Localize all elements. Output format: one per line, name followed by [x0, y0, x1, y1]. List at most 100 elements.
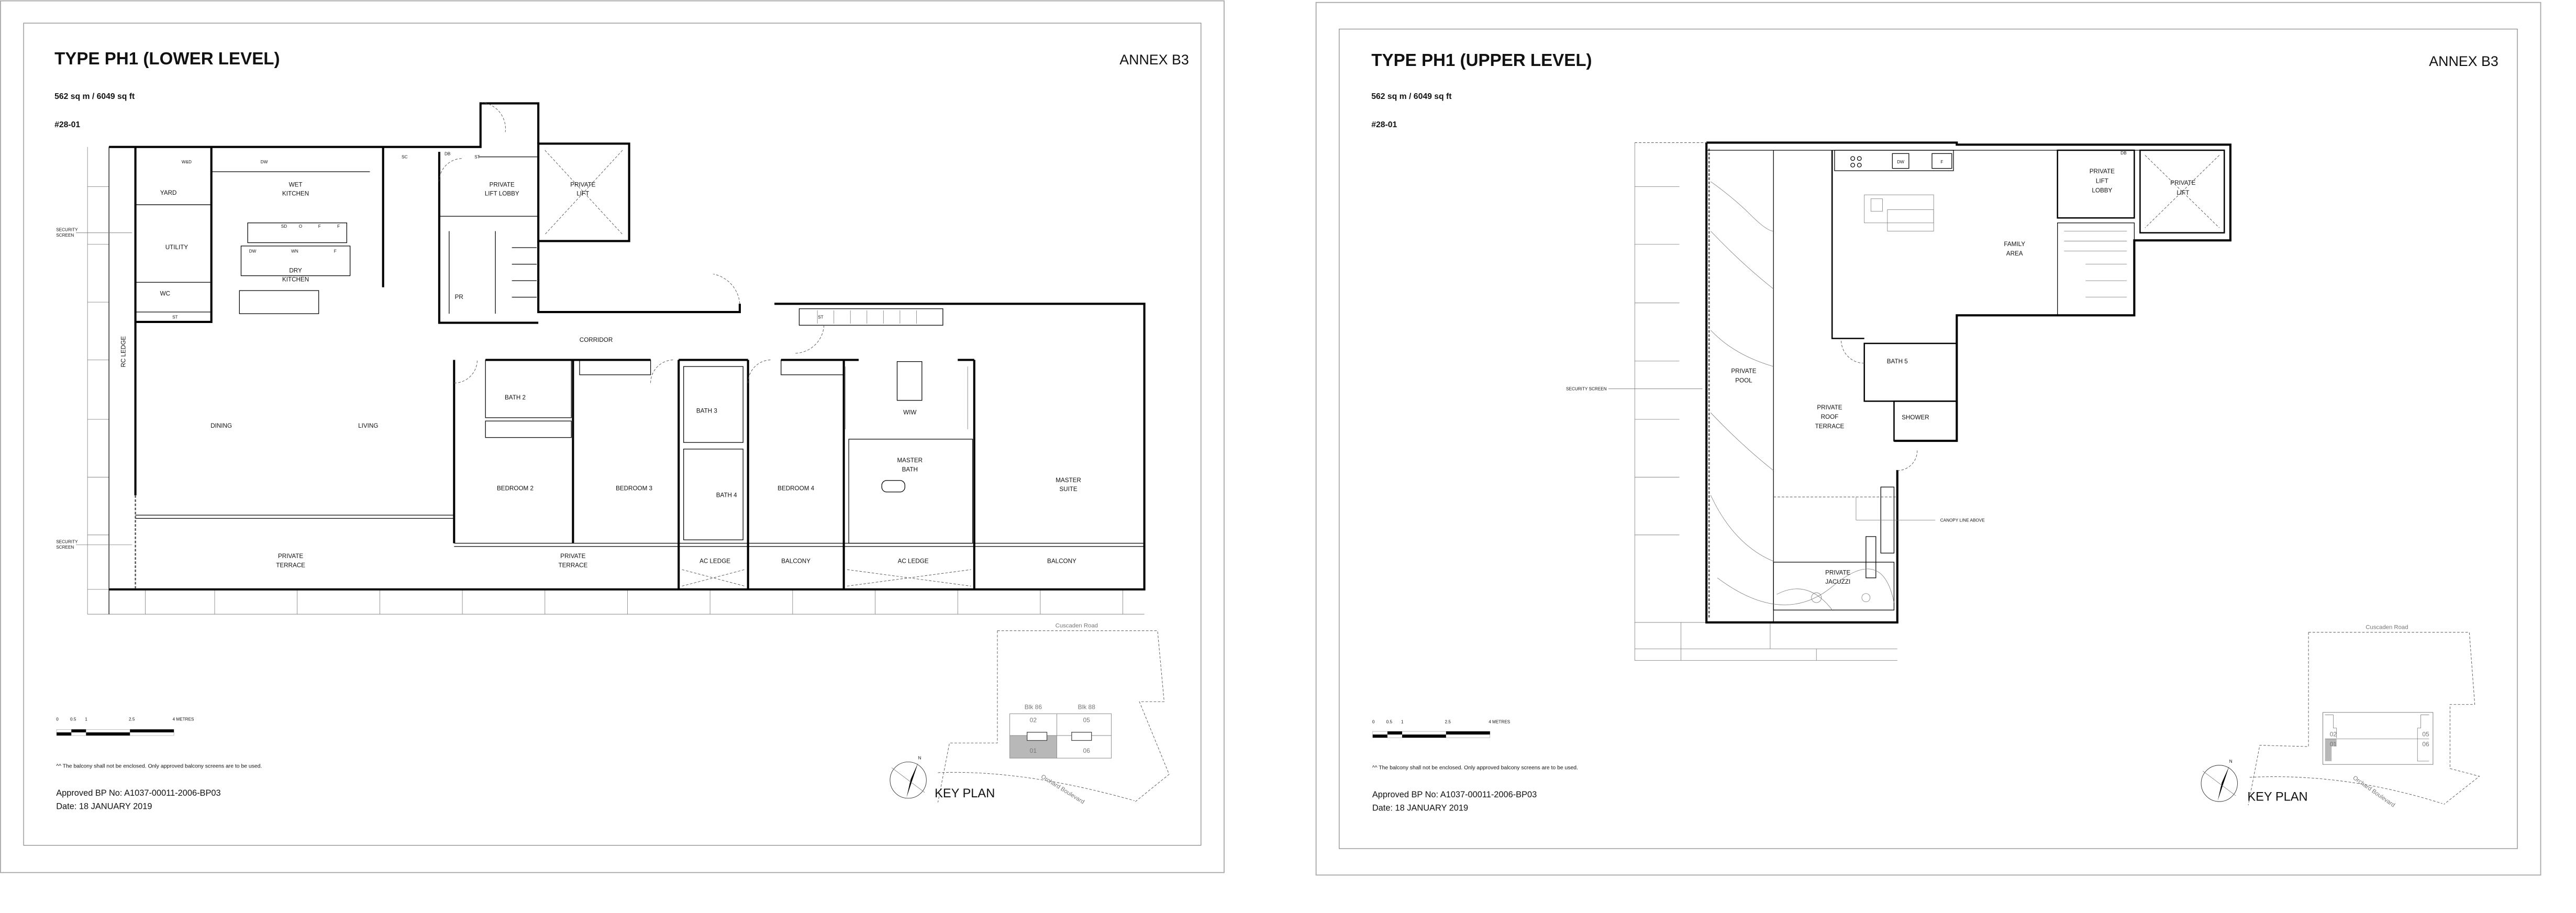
- room-label-living: LIVING: [358, 422, 378, 429]
- unit-number: #28-01: [54, 120, 80, 129]
- block-label: Blk 88: [1078, 704, 1096, 711]
- scale-tick-label: 0: [56, 717, 59, 721]
- fixture-sd: SD: [281, 224, 287, 229]
- fixture-fridge: F: [318, 224, 321, 229]
- key-plan: Cuscaden Road Orchard Boulevard Blk 86 B…: [890, 622, 1170, 806]
- block-label: Blk 86: [1025, 704, 1042, 711]
- sheet-lower-level: TYPE PH1 (LOWER LEVEL) ANNEX B3 562 sq m…: [0, 0, 1225, 873]
- fixture-fridge: F: [1940, 160, 1943, 164]
- fixture-washer-dryer: W&D: [182, 160, 192, 164]
- highlighted-unit-area: [2325, 739, 2337, 761]
- sheet-inner-frame: [1339, 28, 2518, 849]
- north-arrow-icon: [2201, 765, 2238, 802]
- fixture-wine-chiller: WN: [291, 249, 298, 254]
- unit-label-highlighted: 01: [1030, 747, 1037, 754]
- key-plan-label: KEY PLAN: [935, 787, 995, 800]
- room-label-bath-4: BATH 4: [716, 492, 737, 498]
- key-plan-label: KEY PLAN: [2247, 790, 2307, 804]
- scale-tick-label: 0.5: [70, 717, 76, 721]
- room-label-sc: SC: [402, 155, 407, 160]
- unit-area: 562 sq m / 6049 sq ft: [54, 92, 135, 101]
- room-label-bedroom-4: BEDROOM 4: [778, 485, 814, 492]
- room-label-store: ST: [172, 315, 177, 320]
- scale-tick-label: 2.5: [129, 717, 135, 721]
- room-label-db: DB: [445, 151, 451, 156]
- road-label-orchard: Orchard Boulevard: [2351, 775, 2396, 808]
- room-label-balcony: BALCONY: [781, 558, 810, 564]
- key-plan: Cuscaden Road Orchard Boulevard 02 05 01…: [2201, 625, 2480, 808]
- road-label-orchard: Orchard Boulevard: [1040, 774, 1085, 806]
- sheet-title: TYPE PH1 (UPPER LEVEL): [1371, 51, 1592, 70]
- scale-bar: 0 0.5 1 2.5 4 METRES: [1372, 719, 1511, 738]
- unit-label: 06: [2422, 740, 2429, 748]
- fixture-fridge: F: [337, 224, 340, 229]
- scale-tick-label: 4 METRES: [173, 717, 194, 721]
- unit-label: 05: [2422, 731, 2429, 738]
- room-label-ac-ledge: AC LEDGE: [898, 558, 929, 564]
- room-label-bath-3: BATH 3: [696, 407, 717, 414]
- unit-label: 05: [1083, 717, 1091, 724]
- approval-number: Approved BP No: A1037-00011-2006-BP03: [1372, 790, 1537, 799]
- sheet-outer-frame: [0, 0, 1225, 873]
- unit-number: #28-01: [1371, 120, 1397, 129]
- fixture-db: DB: [2120, 151, 2127, 155]
- scale-tick-label: 0.5: [1386, 719, 1393, 724]
- room-label-dining: DINING: [210, 422, 232, 429]
- upper-plan-drawing: [1634, 141, 2231, 661]
- scale-tick-label: 1: [85, 717, 87, 721]
- scale-tick-label: 1: [1401, 719, 1404, 724]
- sheet-upper-level: TYPE PH1 (UPPER LEVEL) ANNEX B3 562 sq m…: [1315, 2, 2541, 876]
- room-label-utility: UTILITY: [165, 244, 188, 251]
- room-label-rc-ledge: RC LEDGE: [120, 336, 127, 368]
- room-label-ac-ledge: AC LEDGE: [699, 558, 730, 564]
- approval-date: Date: 18 JANUARY 2019: [1372, 803, 1468, 812]
- sheet-inner-frame: [23, 23, 1202, 846]
- sheet-outer-frame: [1315, 2, 2541, 876]
- annex-label: ANNEX B3: [1119, 52, 1189, 68]
- scale-tick-label: 2.5: [1445, 719, 1451, 724]
- room-label-store: ST: [474, 155, 480, 160]
- road-label-cuscaden: Cuscaden Road: [1056, 622, 1098, 629]
- lower-plan-drawing: [87, 102, 1146, 615]
- room-label-pr: PR: [455, 294, 463, 300]
- sheet-title: TYPE PH1 (LOWER LEVEL): [54, 49, 280, 69]
- unit-label: 02: [2330, 731, 2337, 738]
- fixture-dishwasher: DW: [1897, 160, 1904, 164]
- balcony-note: ^^ The balcony shall not be enclosed. On…: [56, 763, 262, 769]
- canopy-line-callout: CANOPY LINE ABOVE: [1940, 518, 1985, 523]
- annex-label: ANNEX B3: [2429, 53, 2499, 69]
- room-label-bath-5: BATH 5: [1887, 358, 1908, 365]
- fixture-dishwasher: DW: [249, 249, 257, 254]
- room-label-balcony: BALCONY: [1047, 558, 1076, 564]
- scale-tick-label: 0: [1372, 719, 1375, 724]
- balcony-note: ^^ The balcony shall not be enclosed. On…: [1372, 765, 1578, 771]
- unit-area: 562 sq m / 6049 sq ft: [1371, 92, 1452, 101]
- fixture-oven: O: [299, 224, 302, 229]
- north-arrow-icon: [890, 761, 927, 799]
- room-label-shower: SHOWER: [1902, 414, 1929, 421]
- approval-number: Approved BP No: A1037-00011-2006-BP03: [56, 788, 220, 798]
- room-label-store: ST: [818, 315, 823, 320]
- room-label-wc: WC: [160, 291, 170, 297]
- fixture-fridge: F: [334, 249, 337, 254]
- security-screen-callout: SECURITY SCREEN: [1566, 387, 1607, 392]
- unit-label: 02: [1030, 717, 1037, 724]
- fixture-dishwasher: DW: [261, 160, 268, 164]
- north-label: N: [2229, 759, 2233, 764]
